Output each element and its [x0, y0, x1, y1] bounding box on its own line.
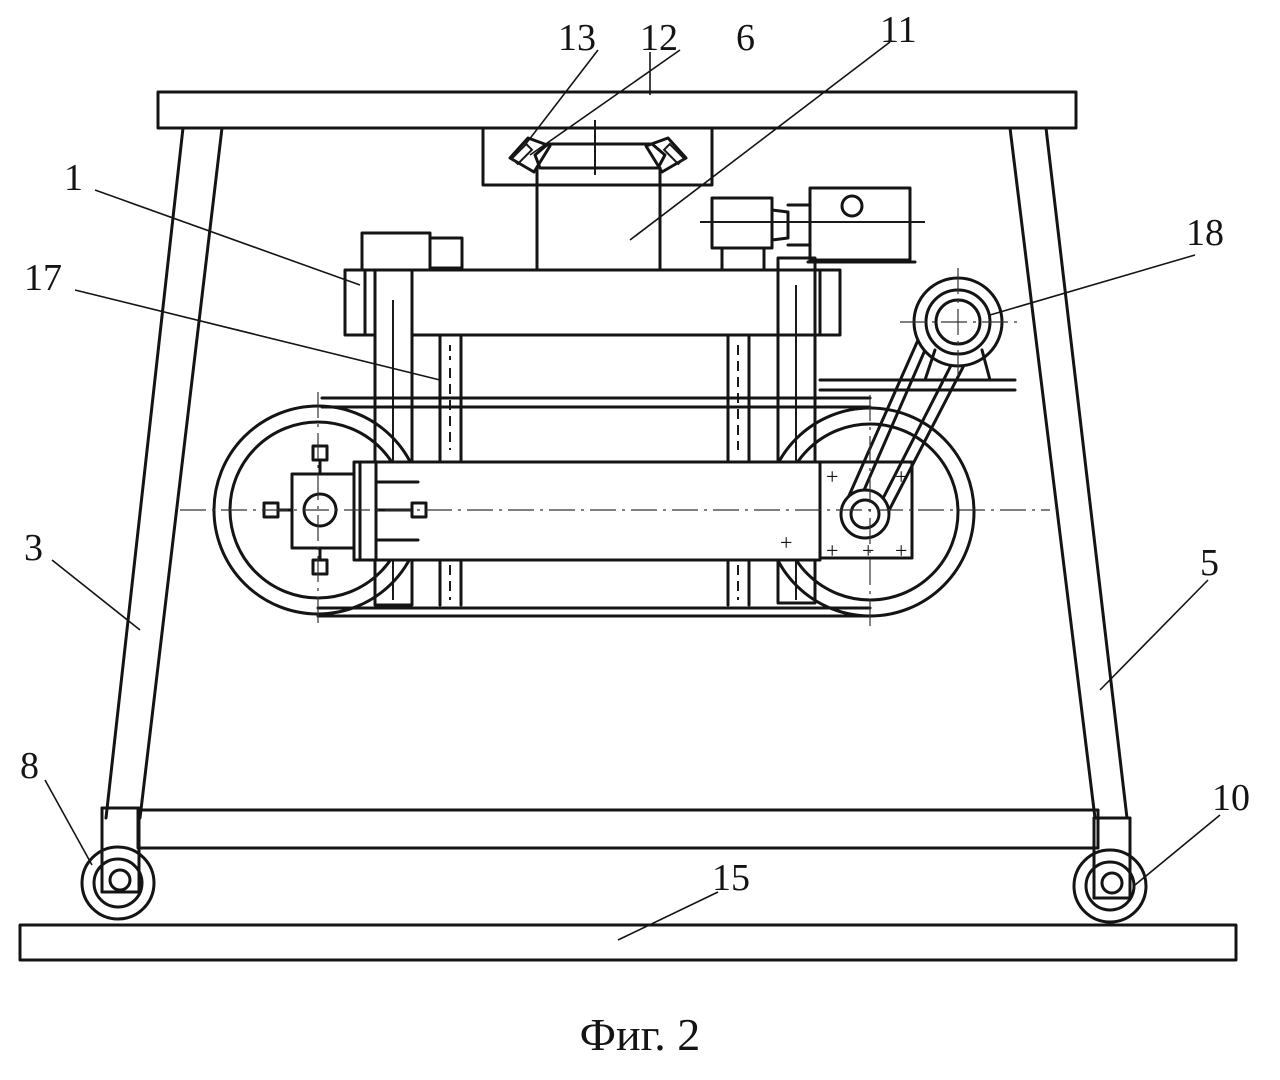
svg-text:+: + — [780, 530, 792, 555]
leader-lines — [44, 41, 1221, 941]
central-drum — [358, 460, 822, 562]
left-leg — [104, 126, 224, 820]
belt — [316, 396, 872, 618]
label-8: 8 — [20, 745, 39, 787]
right-wheel — [1072, 816, 1148, 924]
technical-drawing: + + + + + + — [18, 9, 1250, 962]
center-axes — [180, 268, 1050, 628]
bearing-housing — [481, 120, 714, 187]
label-5: 5 — [1200, 542, 1219, 584]
label-11: 11 — [880, 9, 917, 51]
ground-rail — [18, 923, 1238, 962]
left-drive-unit — [360, 231, 464, 272]
svg-text:+: + — [826, 464, 838, 489]
svg-text:+: + — [862, 538, 874, 563]
vertical-shaft — [535, 166, 662, 272]
label-13: 13 — [558, 17, 596, 59]
svg-text:+: + — [826, 538, 838, 563]
bottom-crossbar — [136, 808, 1100, 850]
label-10: 10 — [1212, 777, 1250, 819]
left-wheel — [80, 806, 156, 921]
reference-numerals: 1 17 3 5 13 12 6 11 18 8 10 15 — [20, 9, 1250, 899]
label-6: 6 — [736, 17, 755, 59]
top-beam — [156, 90, 1078, 130]
right-leg — [1008, 126, 1129, 820]
label-3: 3 — [24, 527, 43, 569]
main-motor — [700, 186, 925, 272]
left-bearing-block — [262, 444, 428, 576]
upper-frame — [343, 268, 842, 337]
label-12: 12 — [640, 17, 678, 59]
figure-caption: Фиг. 2 — [579, 1009, 701, 1060]
svg-text:+: + — [895, 538, 907, 563]
label-1: 1 — [64, 157, 83, 199]
label-18: 18 — [1186, 212, 1224, 254]
label-17: 17 — [24, 257, 62, 299]
label-15: 15 — [712, 857, 750, 899]
